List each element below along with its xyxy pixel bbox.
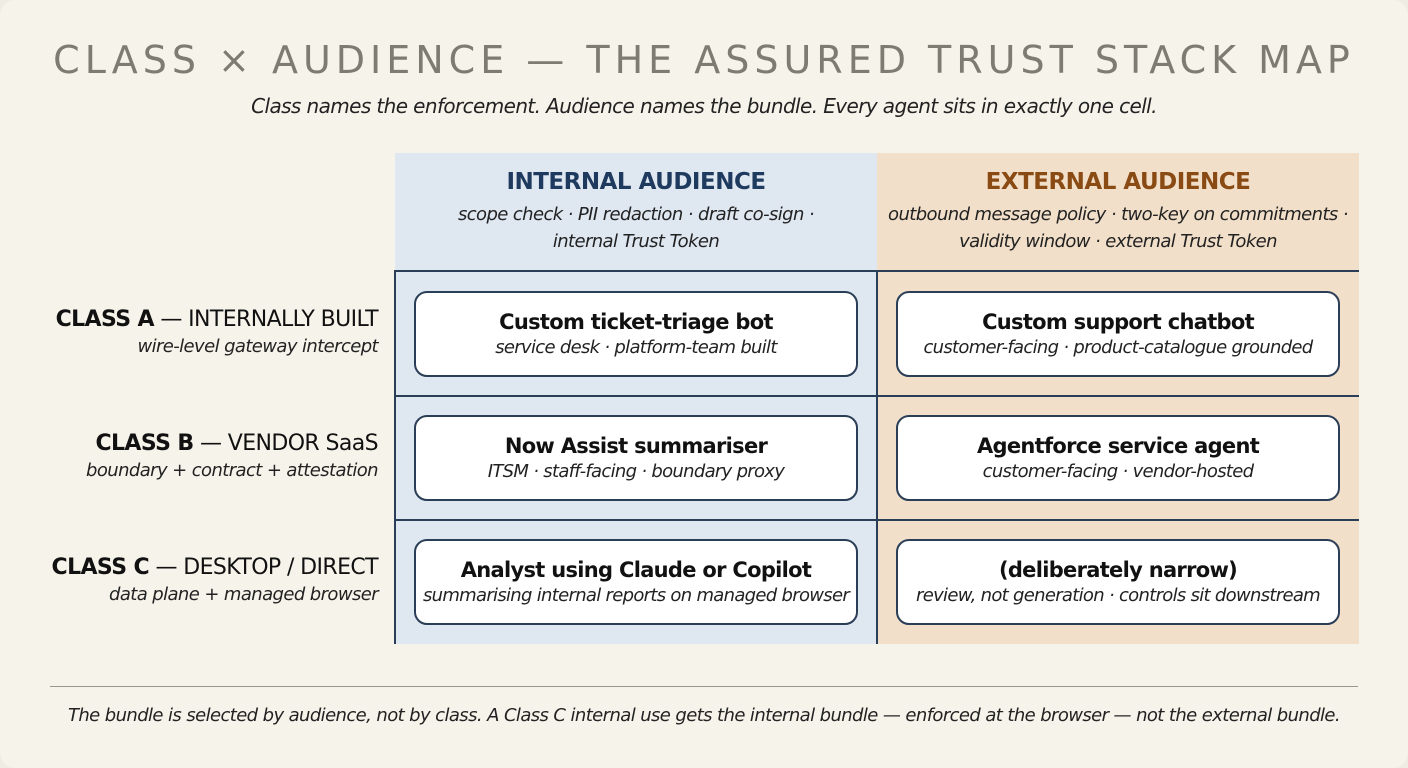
row-label-class-c: CLASS C — DESKTOP / DIRECT data plane + … [51, 555, 379, 605]
class-c-name: CLASS C — DESKTOP / DIRECT [51, 555, 379, 580]
footer-divider [50, 686, 1358, 687]
cell-title: Analyst using Claude or Copilot [460, 558, 812, 582]
internal-desc-line-1: scope check · PII redaction · draft co-s… [457, 204, 815, 225]
page-title: CLASS × AUDIENCE — THE ASSURED TRUST STA… [53, 38, 1355, 82]
class-a-enforcement: wire-level gateway intercept [137, 336, 378, 357]
grid-line-middle [876, 270, 878, 644]
class-a-description: — INTERNALLY BUILT [153, 307, 378, 332]
page-subtitle: Class names the enforcement. Audience na… [251, 94, 1157, 118]
class-b-description: — VENDOR SaaS [193, 431, 379, 456]
external-column-header: EXTERNAL AUDIENCE outbound message polic… [877, 153, 1359, 271]
cell-class-b-external: Agentforce service agent customer-facing… [896, 415, 1340, 501]
cell-detail: service desk · platform-team built [495, 337, 777, 358]
cell-class-c-external: (deliberately narrow) review, not genera… [896, 539, 1340, 625]
class-c-description: — DESKTOP / DIRECT [149, 555, 378, 580]
cell-detail: review, not generation · controls sit do… [916, 585, 1321, 606]
external-description: outbound message policy · two-key on com… [877, 201, 1359, 255]
class-b-label: CLASS B [95, 431, 194, 456]
row-label-class-a: CLASS A — INTERNALLY BUILT wire-level ga… [55, 307, 379, 357]
grid-line-left [394, 270, 396, 644]
cell-detail: customer-facing · product-catalogue grou… [923, 337, 1313, 358]
internal-desc-line-2: internal Trust Token [552, 231, 720, 252]
row-label-class-b: CLASS B — VENDOR SaaS boundary + contrac… [86, 431, 379, 481]
external-desc-line-1: outbound message policy · two-key on com… [888, 204, 1348, 225]
cell-class-c-internal: Analyst using Claude or Copilot summaris… [414, 539, 858, 625]
class-a-label: CLASS A [55, 307, 155, 332]
cell-class-a-internal: Custom ticket-triage bot service desk · … [414, 291, 858, 377]
class-c-label: CLASS C [51, 555, 150, 580]
internal-heading: INTERNAL AUDIENCE [506, 169, 766, 195]
cell-title: Agentforce service agent [976, 434, 1260, 458]
cell-class-b-internal: Now Assist summariser ITSM · staff-facin… [414, 415, 858, 501]
class-c-enforcement: data plane + managed browser [109, 584, 379, 605]
class-b-name: CLASS B — VENDOR SaaS [86, 431, 378, 456]
cell-title: Now Assist summariser [504, 434, 768, 458]
internal-description: scope check · PII redaction · draft co-s… [395, 201, 877, 255]
footer-note: The bundle is selected by audience, not … [67, 705, 1341, 726]
cell-class-a-external: Custom support chatbot customer-facing ·… [896, 291, 1340, 377]
class-b-enforcement: boundary + contract + attestation [86, 460, 379, 481]
class-a-name: CLASS A — INTERNALLY BUILT [55, 307, 379, 332]
external-desc-line-2: validity window · external Trust Token [959, 231, 1277, 252]
cell-detail: summarising internal reports on managed … [422, 585, 850, 606]
cell-title: Custom ticket-triage bot [499, 310, 773, 334]
cell-detail: ITSM · staff-facing · boundary proxy [487, 461, 785, 482]
cell-detail: customer-facing · vendor-hosted [982, 461, 1254, 482]
external-heading: EXTERNAL AUDIENCE [985, 169, 1251, 195]
cell-title: (deliberately narrow) [998, 558, 1238, 582]
internal-column-header: INTERNAL AUDIENCE scope check · PII reda… [395, 153, 877, 271]
cell-title: Custom support chatbot [982, 310, 1255, 334]
